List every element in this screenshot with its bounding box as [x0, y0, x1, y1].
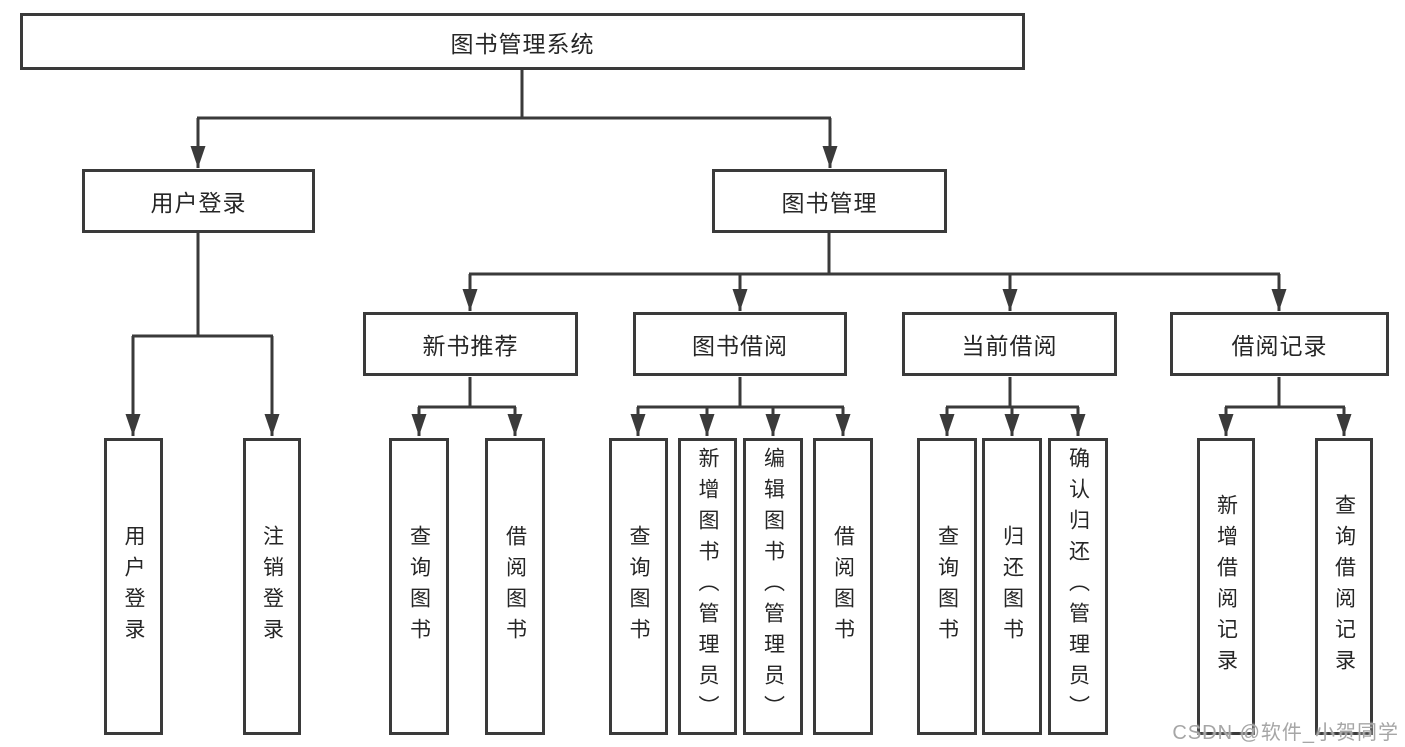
leaf-borrow-edit: 编辑图书（管理员） — [743, 438, 803, 735]
leaf-borrow-add: 新增图书（管理员） — [678, 438, 737, 735]
leaf-user-login: 用户登录 — [104, 438, 163, 735]
leaf-newbook-query: 查询图书 — [389, 438, 449, 735]
leaf-newbook-borrow: 借阅图书 — [485, 438, 545, 735]
csdn-watermark: CSDN @软件_小贺同学 — [1172, 722, 1399, 744]
leaf-borrow-query-label: 查询图书 — [627, 524, 651, 649]
book-borrow-label: 图书借阅 — [692, 333, 788, 359]
node-user-login: 用户登录 — [82, 169, 315, 233]
leaf-current-return: 归还图书 — [982, 438, 1042, 735]
leaf-borrow-add-label: 新增图书（管理员） — [696, 447, 720, 726]
root-label: 图书管理系统 — [450, 30, 595, 57]
leaf-borrow-borrow: 借阅图书 — [813, 438, 873, 735]
leaf-borrow-borrow-label: 借阅图书 — [831, 524, 855, 649]
leaf-current-confirm-return: 确认归还（管理员） — [1048, 438, 1108, 735]
leaf-newbook-query-label: 查询图书 — [407, 524, 431, 649]
leaf-record-add: 新增借阅记录 — [1197, 438, 1255, 735]
leaf-record-query-label: 查询借阅记录 — [1332, 493, 1356, 680]
node-new-book-recommend: 新书推荐 — [363, 312, 578, 376]
borrow-record-label: 借阅记录 — [1231, 333, 1328, 359]
leaf-current-confirm-return-label: 确认归还（管理员） — [1066, 447, 1090, 726]
book-management-label: 图书管理 — [781, 190, 878, 216]
leaf-newbook-borrow-label: 借阅图书 — [503, 524, 527, 649]
node-root: 图书管理系统 — [20, 13, 1025, 70]
leaf-logout-label: 注销登录 — [260, 524, 284, 649]
node-book-management: 图书管理 — [712, 169, 947, 233]
current-borrow-label: 当前借阅 — [961, 333, 1058, 359]
leaf-current-return-label: 归还图书 — [1000, 524, 1024, 649]
leaf-borrow-query: 查询图书 — [609, 438, 668, 735]
leaf-current-query-label: 查询图书 — [935, 524, 959, 649]
leaf-record-query: 查询借阅记录 — [1315, 438, 1373, 735]
node-borrow-record: 借阅记录 — [1170, 312, 1389, 376]
node-current-borrow: 当前借阅 — [902, 312, 1117, 376]
leaf-record-add-label: 新增借阅记录 — [1214, 493, 1238, 680]
leaf-logout: 注销登录 — [243, 438, 301, 735]
node-book-borrow: 图书借阅 — [633, 312, 847, 376]
new-book-recommend-label: 新书推荐 — [422, 333, 519, 359]
user-login-label: 用户登录 — [150, 190, 247, 216]
leaf-borrow-edit-label: 编辑图书（管理员） — [761, 447, 785, 726]
leaf-user-login-label: 用户登录 — [122, 524, 146, 649]
leaf-current-query: 查询图书 — [917, 438, 977, 735]
